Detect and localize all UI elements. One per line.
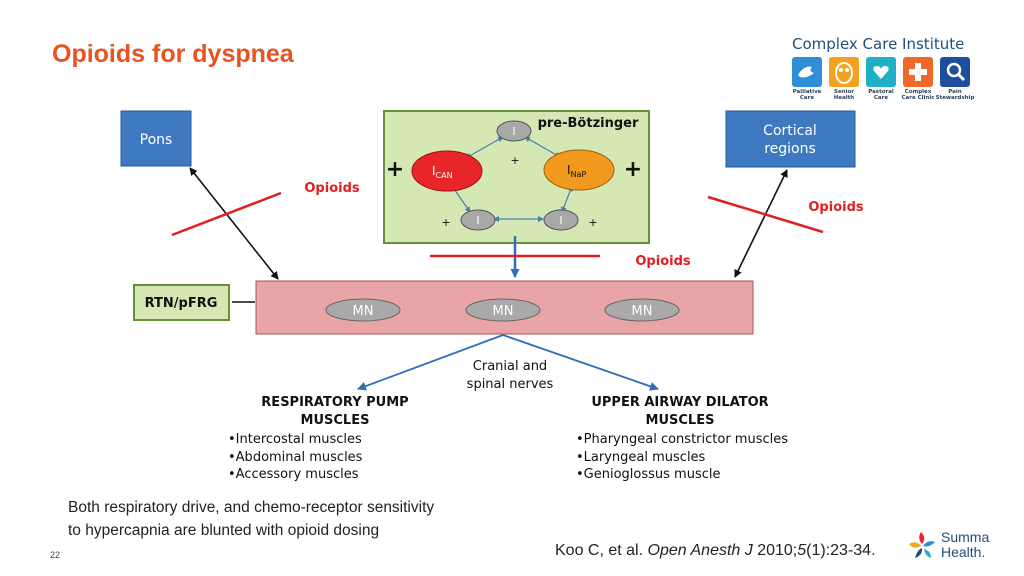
mn-node-3 bbox=[604, 298, 680, 322]
cortical-regions-box: Cortical regions bbox=[725, 110, 856, 168]
i-can-label: ICAN bbox=[432, 164, 453, 180]
owl-icon bbox=[829, 57, 859, 87]
plus-sign-bottom-left: + bbox=[441, 216, 450, 229]
svg-text:MUSCLES: MUSCLES bbox=[646, 413, 715, 428]
slide-title: Opioids for dyspnea bbox=[52, 40, 294, 68]
airway-item: •Pharyngeal constrictor muscles bbox=[576, 432, 788, 447]
svg-text:I: I bbox=[512, 125, 515, 138]
page-number: 22 bbox=[50, 550, 61, 560]
heart-hand-icon bbox=[866, 57, 896, 87]
cortical-arrow bbox=[734, 169, 788, 278]
plus-sign-bottom-right: + bbox=[588, 216, 597, 229]
footnote: Both respiratory drive, and chemo-recept… bbox=[68, 499, 435, 539]
nerve-arrow-left bbox=[357, 334, 504, 391]
cortical-label-line2: regions bbox=[764, 141, 816, 157]
rtn-pfrg-label: RTN/pFRG bbox=[145, 296, 218, 311]
opioids-label-left: Opioids bbox=[304, 181, 360, 196]
i-nap-label: INaP bbox=[567, 163, 586, 179]
svg-text:MUSCLES: MUSCLES bbox=[301, 413, 370, 428]
mn-node-2 bbox=[465, 298, 541, 322]
cross-icon bbox=[903, 57, 933, 87]
svg-text:MN: MN bbox=[632, 304, 653, 319]
pre-botzinger-label: pre-Bötzinger bbox=[538, 116, 639, 131]
opioid-block-cortical bbox=[707, 195, 824, 234]
logo-title: Complex Care Institute bbox=[792, 35, 965, 53]
opioids-label-right: Opioids bbox=[808, 200, 864, 215]
svg-text:MN: MN bbox=[493, 304, 514, 319]
inhibitory-node-top bbox=[496, 120, 532, 142]
pons-box: Pons bbox=[120, 110, 192, 167]
pre-botzinger-box: pre-Bötzinger I I I ICAN INaP + + + + + bbox=[383, 110, 650, 244]
svg-text:UPPER AIRWAY DILATOR: UPPER AIRWAY DILATOR bbox=[591, 395, 768, 410]
airway-item: •Laryngeal muscles bbox=[576, 450, 706, 465]
svg-text:I: I bbox=[476, 214, 479, 227]
pons-label: Pons bbox=[140, 132, 173, 148]
plus-sign-right: + bbox=[624, 157, 642, 182]
resp-item: •Intercostal muscles bbox=[228, 432, 362, 447]
citation: Koo C, et al. Open Anesth J 2010;5(1):23… bbox=[555, 542, 876, 559]
resp-item: •Abdominal muscles bbox=[228, 450, 363, 465]
plus-sign-center: + bbox=[510, 154, 519, 167]
upper-airway-muscles: UPPER AIRWAY DILATOR MUSCLES •Pharyngeal… bbox=[576, 395, 788, 482]
rtn-pfrg-box: RTN/pFRG bbox=[133, 284, 230, 321]
i-nap-node bbox=[543, 149, 615, 191]
resp-item: •Accessory muscles bbox=[228, 467, 359, 482]
opioids-label-center: Opioids bbox=[635, 254, 691, 269]
i-can-node bbox=[411, 150, 483, 192]
pons-arrow bbox=[189, 167, 279, 280]
nerves-label-line2: spinal nerves bbox=[467, 377, 554, 392]
dove-icon bbox=[792, 57, 822, 87]
opioid-block-pons bbox=[171, 191, 282, 237]
motor-neuron-pool: MN MN MN bbox=[255, 280, 754, 335]
mn-node-1 bbox=[325, 298, 401, 322]
nerves-label-line1: Cranial and bbox=[473, 359, 547, 374]
magnifier-icon bbox=[940, 57, 970, 87]
inhibitory-node-left bbox=[460, 209, 496, 231]
svg-text:I: I bbox=[559, 214, 562, 227]
summa-logo-icon bbox=[909, 532, 935, 558]
cortical-label-line1: Cortical bbox=[763, 123, 817, 139]
airway-item: •Genioglossus muscle bbox=[576, 467, 721, 482]
respiratory-pump-muscles: RESPIRATORY PUMP MUSCLES •Intercostal mu… bbox=[228, 395, 409, 482]
nerve-arrow-right bbox=[502, 334, 659, 391]
svg-text:RESPIRATORY PUMP: RESPIRATORY PUMP bbox=[261, 395, 408, 410]
plus-sign-left: + bbox=[386, 157, 404, 182]
inhibitory-node-right bbox=[543, 209, 579, 231]
summa-health-logo: Summa Health. bbox=[905, 528, 989, 566]
svg-text:MN: MN bbox=[353, 304, 374, 319]
